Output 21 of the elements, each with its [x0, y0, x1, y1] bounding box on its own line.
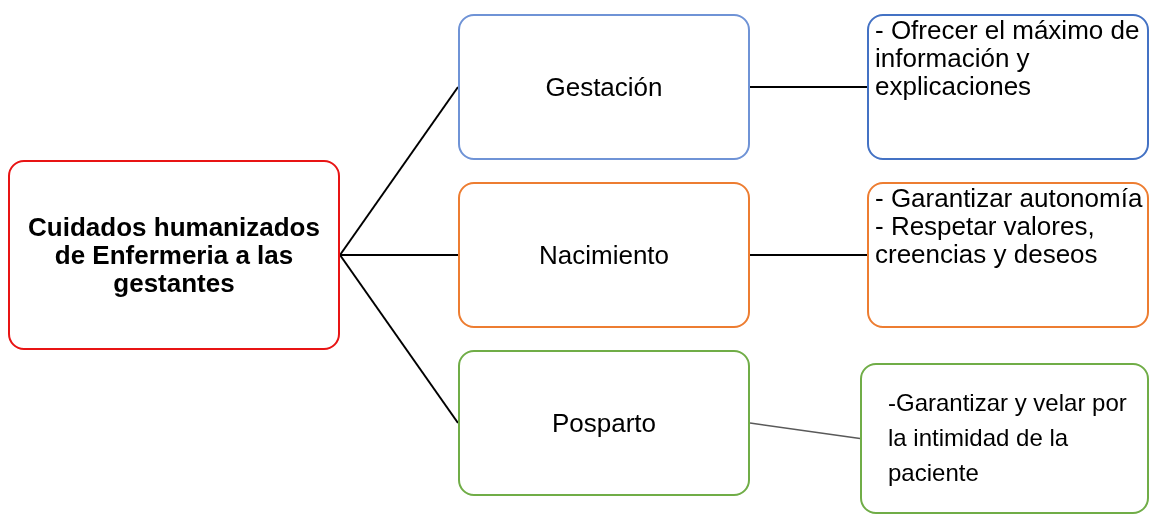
- note-text: - Respetar valores, creencias y deseos: [875, 212, 1099, 269]
- note-text: - Ofrecer el máximo de información y explicaciones: [875, 16, 1141, 101]
- process-box: [458, 350, 750, 496]
- connector-line: [749, 254, 868, 256]
- note-box: [860, 363, 1149, 514]
- node-label: Cuidados humanizados de Enfermeria a las gestantes: [27, 212, 321, 298]
- process-box: [458, 14, 750, 160]
- note-text: -Garantizar y velar por la intimidad de la paciente: [888, 388, 1128, 488]
- note-box: [867, 182, 1149, 328]
- process-box: [8, 160, 340, 350]
- connector-line: [339, 254, 459, 424]
- node-label: Gestación: [545, 72, 663, 102]
- connector-line: [339, 86, 459, 256]
- node-label: Posparto: [551, 408, 657, 438]
- connector-line: [749, 86, 868, 88]
- note-box: [867, 14, 1149, 160]
- connector-line: [339, 254, 459, 256]
- process-box: [458, 182, 750, 328]
- node-label: Nacimiento: [538, 240, 670, 270]
- note-text: - Garantizar autonomía: [875, 184, 1143, 213]
- connector-line: [749, 422, 861, 440]
